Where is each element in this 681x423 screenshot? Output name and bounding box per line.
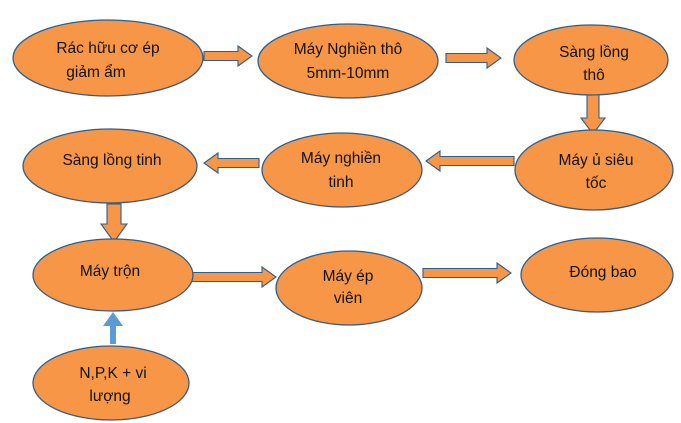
arrow-sang-long-tho-to-may-u-sieu-toc [579,93,607,135]
node-sang-long-tho: Sàng lồng thô [513,24,669,96]
node-may-tron-shape [32,238,194,312]
node-may-ep-vien: Máy ép viên [275,250,423,326]
node-sang-long-tho-shape [513,24,669,96]
node-sang-long-tho-line-1: Sàng lồng [559,44,629,61]
node-rac-huu-co-line-1: Rác hữu cơ ép [56,40,159,57]
node-may-u-sieu-toc-shape [514,129,674,211]
node-layer: Rác hữu cơ ép giảm ẩm Máy Nghiền thô 5mm… [12,19,674,421]
node-may-nghien-tho-line-1: Máy Nghiền thô [294,41,403,58]
node-may-nghien-tho-shape [257,23,439,99]
node-may-u-sieu-toc: Máy ủ siêu tốc [514,129,674,211]
node-npk-vi-luong: N,P,K + vi lượng [32,345,190,421]
node-sang-long-tinh: Sàng lồng tinh [22,128,198,204]
arrow-layer [99,44,607,344]
arrow-may-nghien-tho-to-sang-long-tho [445,46,502,70]
node-may-tron: Máy trộn [32,238,194,312]
arrow-sang-long-tinh-to-may-tron [99,203,129,243]
node-sang-long-tho-line-2: thô [583,67,605,84]
node-may-nghien-tho: Máy Nghiền thô 5mm-10mm [257,23,439,99]
arrow-rac-huu-co-to-may-nghien-tho [203,44,253,68]
arrow-may-nghien-tinh-to-sang-long-tinh [203,151,260,175]
node-npk-vi-luong-shape [32,345,190,421]
node-may-nghien-tho-line-2: 5mm-10mm [307,65,390,82]
node-npk-vi-luong-line-2: lượng [89,388,130,405]
node-rac-huu-co: Rác hữu cơ ép giảm ẩm [12,19,204,97]
node-may-nghien-tinh: Máy nghiền tinh [261,132,423,208]
node-may-ep-vien-line-1: Máy ép [323,268,374,285]
node-dong-bao-line-1: Đóng bao [569,264,636,281]
node-may-nghien-tinh-line-2: tinh [329,174,354,191]
node-may-nghien-tinh-shape [261,132,423,208]
node-may-u-sieu-toc-line-2: tốc [586,175,607,192]
node-may-u-sieu-toc-line-1: Máy ủ siêu [559,152,634,169]
node-dong-bao-shape [520,237,674,313]
arrow-may-u-sieu-toc-to-may-nghien-tinh [425,149,515,173]
arrow-npk-vi-luong-to-may-tron [103,312,123,344]
arrow-may-ep-vien-to-dong-bao [422,261,512,285]
node-may-tron-line-1: Máy trộn [80,263,140,280]
node-may-ep-vien-line-2: viên [334,290,362,307]
node-rac-huu-co-shape [12,19,204,97]
node-may-nghien-tinh-line-1: Máy nghiền [301,150,381,167]
node-may-ep-vien-shape [275,250,423,326]
node-dong-bao: Đóng bao [520,237,674,313]
node-sang-long-tinh-shape [22,128,198,204]
node-rac-huu-co-line-2: giảm ẩm [66,64,125,81]
arrow-may-tron-to-may-ep-vien [191,265,277,289]
node-npk-vi-luong-line-1: N,P,K + vi [79,365,146,382]
node-sang-long-tinh-line-1: Sàng lồng tinh [62,152,161,169]
